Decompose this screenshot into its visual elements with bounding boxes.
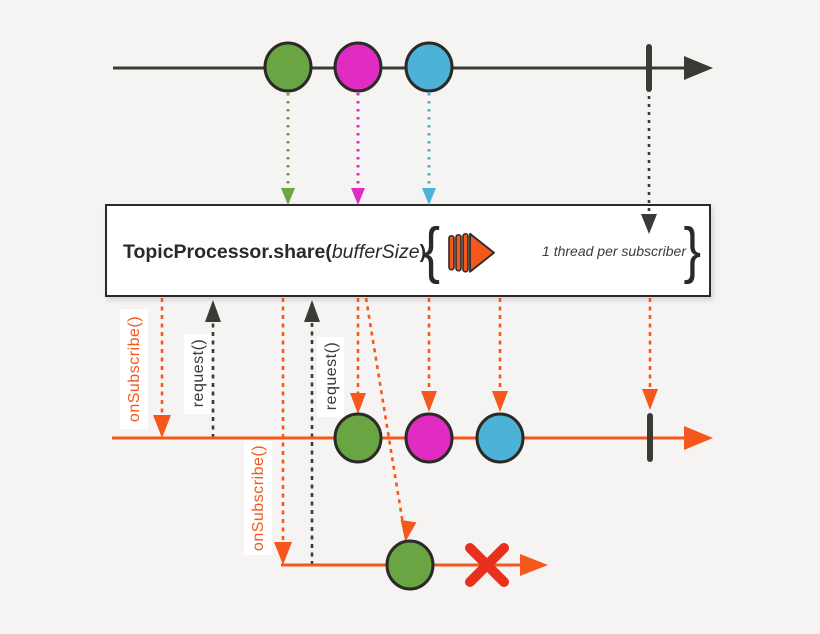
onsubscribe2-arrowhead	[274, 542, 292, 565]
processor-note: 1 thread per subscriber	[542, 242, 686, 259]
processor-title: TopicProcessor.share(bufferSize)	[123, 240, 426, 263]
error-x-icon	[465, 543, 509, 587]
icon-bar	[462, 232, 469, 273]
emit-green-arrowhead	[281, 188, 295, 205]
marble-blue	[404, 41, 454, 93]
subscriber2-line-arrowhead	[520, 554, 548, 576]
marble-magenta	[404, 412, 454, 464]
processor-title-suffix: )	[419, 240, 427, 263]
onsubscribe1-label-bg	[120, 309, 148, 429]
deliver-blue-s1-arrowhead	[492, 391, 508, 412]
subscriber1-complete-bar	[647, 413, 653, 462]
emit-magenta-arrowhead	[351, 188, 365, 205]
marble-magenta	[333, 41, 383, 93]
onsubscribe2-label-bg	[244, 441, 272, 555]
deliver-green-s2-dash	[364, 297, 405, 525]
processor-signals: onSubscribe() request() onSubscribe() re…	[120, 297, 658, 565]
deliver-green-s1-arrowhead	[350, 393, 366, 414]
request2-label-bg	[317, 337, 344, 417]
subscriber2-timeline	[281, 539, 548, 591]
onsubscribe2-label: onSubscribe()	[250, 445, 267, 551]
deliver-magenta-s1-arrowhead	[421, 391, 437, 412]
request2-arrowhead	[304, 300, 320, 322]
marble-green	[333, 412, 383, 464]
marble-blue	[475, 412, 525, 464]
onsubscribe1-arrowhead	[153, 415, 171, 438]
brace-close: }	[683, 215, 702, 285]
brace-open: {	[422, 215, 441, 285]
parallel-stream-icon	[448, 232, 495, 273]
source-complete-bar	[646, 44, 652, 92]
error-x-stroke	[465, 543, 509, 587]
icon-bar	[455, 233, 462, 272]
marble-green	[385, 539, 435, 591]
request1-arrowhead	[205, 300, 221, 322]
source-line-arrowhead	[684, 56, 713, 80]
subscriber1-line-arrowhead	[684, 426, 713, 450]
request2-label: request()	[323, 342, 340, 411]
processor-title-arg: bufferSize	[331, 240, 420, 263]
processor-box: TopicProcessor.share(bufferSize) { 1 thr…	[105, 204, 711, 297]
request1-label: request()	[190, 339, 207, 408]
onsubscribe1-label: onSubscribe()	[126, 316, 143, 422]
icon-triangle	[469, 232, 495, 273]
error-x-stroke	[465, 543, 509, 587]
processor-title-prefix: TopicProcessor.share(	[123, 240, 332, 263]
deliver-complete-s1-arrowhead	[642, 389, 658, 410]
marble-green	[263, 41, 313, 93]
request1-label-bg	[184, 334, 211, 414]
deliver-green-s2-arrowhead	[400, 519, 417, 542]
subscriber1-timeline	[112, 412, 713, 464]
emit-blue-arrowhead	[422, 188, 436, 205]
icon-bar	[448, 234, 455, 271]
